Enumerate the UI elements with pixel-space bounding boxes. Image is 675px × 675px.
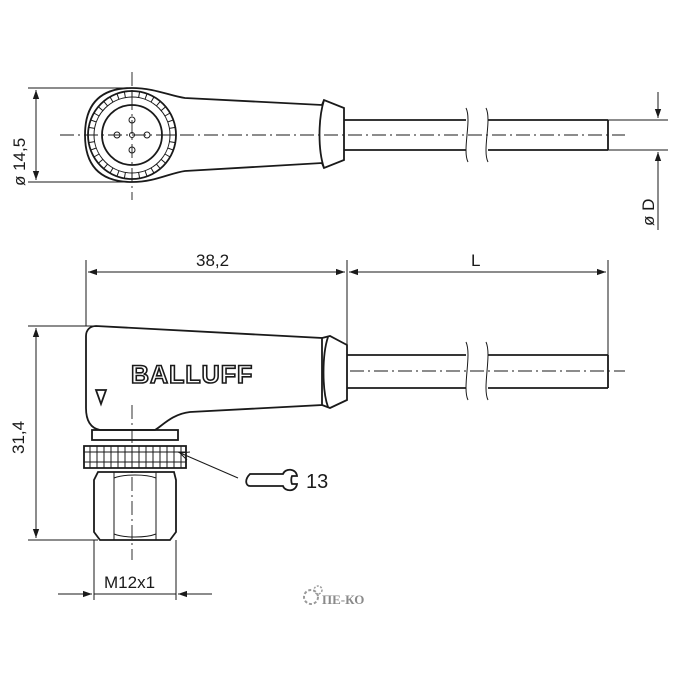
- knurl-tooth: [103, 100, 108, 107]
- knurl-tooth: [164, 112, 171, 117]
- knurl-tooth: [138, 172, 141, 179]
- side-break-mark: [485, 341, 489, 401]
- knurl-tooth: [150, 96, 155, 103]
- knurl-tooth: [109, 167, 114, 174]
- dim-label-height: 31,4: [9, 421, 28, 454]
- knurl-tooth: [169, 141, 176, 144]
- side-view: BALLUFF 38,2 L: [9, 251, 625, 600]
- dim-label-cable-length: L: [471, 251, 480, 270]
- knurl-tooth: [160, 106, 167, 111]
- dim-label-length: 38,2: [196, 251, 229, 270]
- knurl-tooth: [167, 147, 174, 151]
- knurl-tooth: [123, 172, 126, 179]
- knurl-tooth: [109, 96, 114, 103]
- hex-chamfer: [113, 533, 157, 538]
- hex-chamfer: [113, 474, 157, 479]
- leader-arrow: [179, 451, 191, 461]
- wrench-size-label: 13: [306, 471, 328, 493]
- side-connector-body: [85, 325, 323, 431]
- dim-label-cable-diameter: ø D: [639, 199, 658, 226]
- top-knurl-teeth: [88, 91, 176, 179]
- knurl-tooth: [144, 93, 148, 100]
- knurl-tooth: [90, 147, 97, 151]
- knurl-tooth: [150, 167, 155, 174]
- knurl-tooth: [160, 159, 167, 164]
- knurl-tooth: [90, 119, 97, 123]
- brand-logo: BALLUFF: [131, 361, 253, 389]
- top-strain-relief: [318, 99, 325, 169]
- side-strain-relief: [321, 335, 348, 409]
- wrench-icon: [245, 468, 299, 492]
- leader-line: [177, 451, 239, 479]
- knurl-tooth: [144, 170, 148, 177]
- knurl-tooth: [116, 93, 120, 100]
- knurl-tooth: [88, 126, 95, 129]
- top-break-mark: [465, 107, 469, 163]
- knurl-tooth: [97, 159, 104, 164]
- knurl-tooth: [156, 100, 161, 107]
- watermark: ПЕ-КО: [303, 585, 364, 607]
- side-break-mark: [465, 341, 469, 401]
- watermark-text: ПЕ-КО: [322, 592, 364, 607]
- knurl-tooth: [103, 163, 108, 170]
- coupling-nut-knurled: [83, 445, 187, 469]
- dim-label-diameter: ø 14,5: [10, 138, 29, 186]
- gear-icon: [303, 589, 319, 605]
- hex-nut: [93, 471, 177, 541]
- top-connector-body: [84, 87, 345, 183]
- knurl-tooth: [164, 153, 171, 158]
- coupling-ring: [91, 429, 179, 441]
- knurl-tooth: [116, 170, 120, 177]
- knurl-tooth: [167, 119, 174, 123]
- knurl-tooth: [88, 141, 95, 144]
- knurl-tooth: [93, 153, 100, 158]
- side-strain-relief-edge: [322, 336, 329, 408]
- knurl-tooth: [169, 126, 176, 129]
- dim-label-thread: M12x1: [104, 573, 155, 592]
- side-knurl-teeth: [89, 446, 182, 468]
- coding-marker-icon: [94, 389, 108, 407]
- knurl-tooth: [93, 112, 100, 117]
- knurl-tooth: [97, 106, 104, 111]
- gear-icon: [313, 585, 323, 595]
- knurl-tooth: [123, 91, 126, 98]
- knurl-tooth: [138, 91, 141, 98]
- top-view: ø 14,5 ø D: [10, 72, 668, 230]
- knurl-tooth: [156, 163, 161, 170]
